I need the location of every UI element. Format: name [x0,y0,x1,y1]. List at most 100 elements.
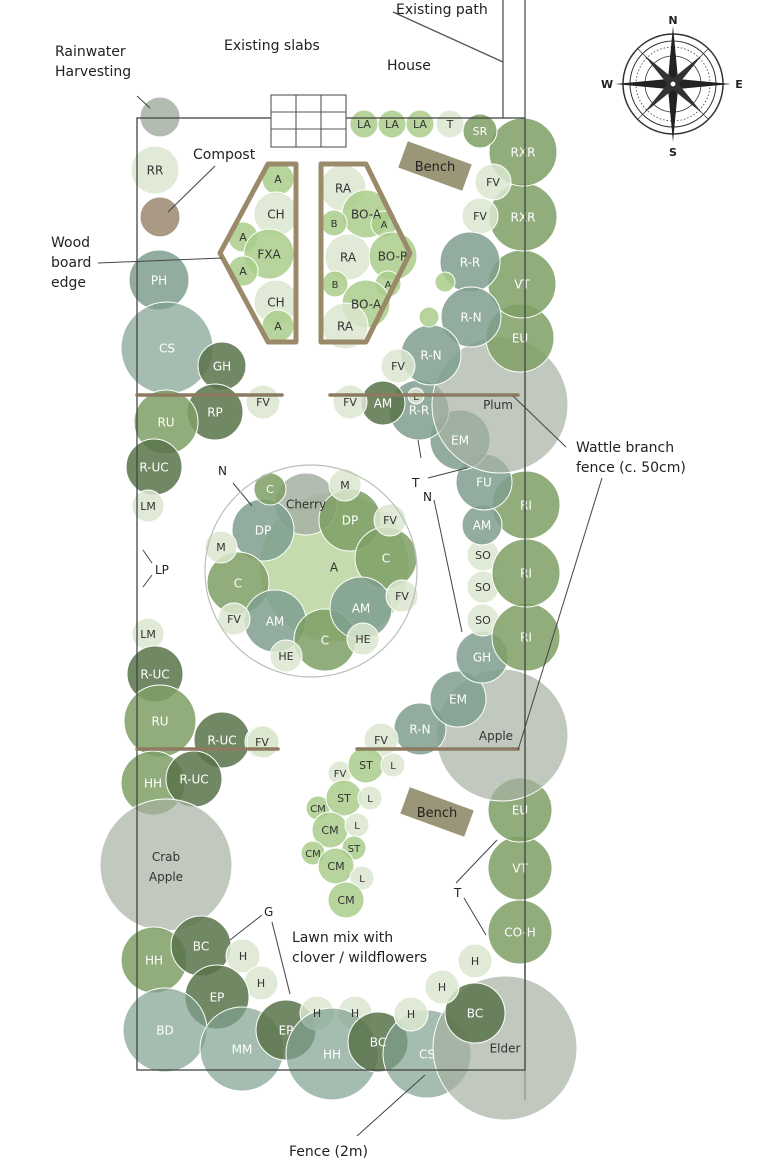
compass-e: E [735,78,743,91]
plant-label-82: RA [335,182,352,196]
plant-label-22: BD [156,1024,173,1038]
plant-label-11: R-UC [140,668,169,682]
compost-label: Compost [193,147,256,163]
plant-label-102: M [340,479,350,492]
plant-label-48: AM [473,519,492,533]
existing-slabs-label: Existing slabs [224,38,320,54]
plant-label-112: CM [310,804,326,815]
rainwater-label-1: Rainwater [55,44,126,60]
plant-label-76: CH [267,208,284,222]
t-label-2: T [453,886,462,900]
compass-s: S [669,146,677,159]
plant-label-17: HH [145,954,163,968]
plant-label-79: A [239,265,247,278]
plant-label-96: DP [255,524,271,538]
plant-label-59: T [446,118,454,131]
plant-cm-121 [327,881,365,919]
plant-label-47: RI [520,499,532,513]
plant-h-33 [457,943,493,979]
plant-label-24: EP [279,1024,294,1038]
plant-label-35: CO-H [504,926,536,940]
bench-bottom-label: Bench [417,806,458,821]
plant-label-10: LM [140,628,156,641]
plant-label-23: MM [232,1043,253,1057]
n-label-2: N [423,490,432,504]
plant-label-83: BO-A [351,208,382,222]
plant-label-80: CH [267,296,284,310]
plant-unlabelled-69 [434,271,456,293]
plant-label-67: R-N [420,349,441,363]
plant-label-77: A [239,231,247,244]
compass-w: W [601,78,613,91]
plant-label-37: EU [512,804,528,818]
plant-label-73: FV [374,734,388,747]
house-label: House [387,58,431,74]
plant-h-19 [225,938,261,974]
plant-label-84: B [331,219,338,230]
plant-sr-58 [462,113,498,149]
right-bed [318,161,413,345]
plant-label-88: B [332,280,339,291]
plant-label-26: H [351,1007,359,1020]
existing-slabs-grid [270,94,347,148]
plant-label-50: EM [451,434,469,448]
plant-label-28: BC [370,1036,386,1050]
plant-t-59 [435,109,465,139]
plant-h-34 [424,969,460,1005]
plant-label-68: FV [391,360,405,373]
plant-label-31: Elder [490,1042,521,1056]
t-label-1: T [411,476,420,490]
plant-label-111: L [390,761,396,772]
plant-label-34: H [438,981,446,994]
plant-label-101: C [266,483,274,496]
plant-label-63: FV [486,176,500,189]
plant-label-109: FV [334,769,347,780]
plant-unlabelled-0 [139,96,181,138]
plant-label-8: R-UC [139,461,168,475]
annotations: Existing path Existing slabs House Rainw… [51,2,686,1160]
plant-label-87: BO-R [378,250,408,264]
plant-label-107: HE [355,633,370,646]
plant-label-115: CM [321,824,338,837]
plant-label-103: FV [383,514,397,527]
plant-label-42: SO [475,614,491,627]
plant-label-27: HH [323,1048,341,1062]
plant-label-46: RI [520,567,532,581]
compass-n: N [668,14,677,27]
plant-label-108: HE [278,650,293,663]
plant-label-104: M [216,541,226,554]
bench-top: Bench [398,141,472,191]
left-bed [217,161,299,345]
plant-label-32: BC [467,1007,483,1021]
plant-label-72: FV [256,396,270,409]
plant-label-56: RXR [511,211,536,225]
plant-label-52: AM [374,397,393,411]
plant-label-114: L [367,794,373,805]
plant-label-55: VT [514,278,530,292]
plant-label-64: FV [473,210,487,223]
plant-label-58: SR [473,125,488,138]
plant-fv-105 [385,579,419,613]
plant-label-9: LM [140,500,156,513]
wood-edge-label-2: board [51,255,91,271]
plant-label-60: LA [413,118,427,131]
plant-label-99: C [321,634,329,648]
plant-cm-119 [317,847,355,885]
plant-label-7: RU [157,416,174,430]
plant-label-121: CM [337,894,354,907]
plant-label-4: CS [159,342,175,356]
plant-label-118: ST [348,844,361,855]
plant-label-25: H [313,1007,321,1020]
plant-label-51: R-R [409,404,430,418]
plant-label-95: C [382,552,390,566]
plant-label-19: H [239,950,247,963]
existing-path-label: Existing path [396,2,488,18]
plant-label-89: A [385,280,392,291]
plant-unlabelled-70 [418,306,440,328]
plant-l-111 [380,752,406,778]
plant-label-116: L [354,821,360,832]
plant-label-6: RP [207,406,223,420]
plant-label-91: RA [337,320,354,334]
plant-label-45: RI [520,631,532,645]
